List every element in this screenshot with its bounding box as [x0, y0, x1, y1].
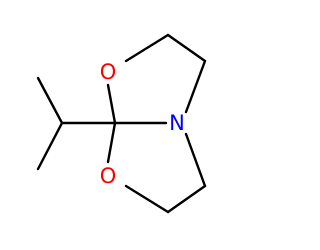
bond-ch2-to-ch2-top: [166, 33, 207, 63]
bond-ch2-to-ch2-bottom: [166, 184, 207, 214]
bond-spiro-c-to-o-top: [106, 83, 117, 125]
atom-label-oxygen-bottom: O: [100, 164, 117, 188]
bonds: [36, 33, 207, 214]
atom-label-oxygen-top: O: [100, 60, 117, 84]
background: [0, 0, 250, 250]
bond-o-bottom-to-ch2: [124, 184, 170, 214]
bond-o-top-to-ch2: [124, 33, 170, 63]
atom-label-nitrogen: N: [169, 111, 185, 135]
bond-methyl-bottom-to-isopropyl-ch: [36, 121, 64, 171]
bond-methyl-top-to-isopropyl-ch: [36, 76, 64, 125]
bond-ch2-bottom-to-n: [184, 132, 207, 188]
bond-spiro-c-to-o-bottom: [106, 121, 117, 164]
bond-ch2-top-to-n: [184, 59, 207, 114]
molecule-structure-diagram: O N O: [0, 0, 250, 250]
